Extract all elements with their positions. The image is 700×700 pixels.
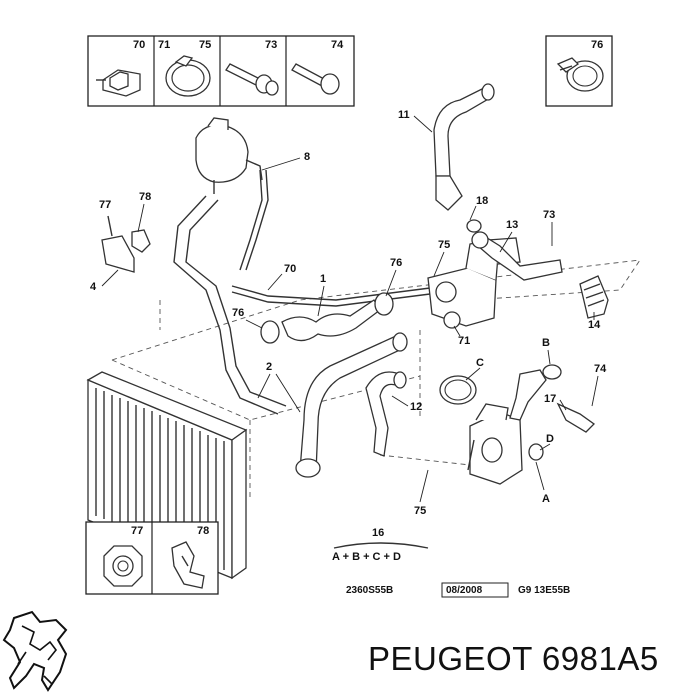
screw-icon xyxy=(291,63,340,95)
seal-ring-18 xyxy=(466,219,482,233)
callout-75-bottom: 75 xyxy=(414,505,426,517)
callout-76-left: 76 xyxy=(232,307,244,319)
callout-D: D xyxy=(546,433,554,445)
spring-clamp-icon xyxy=(556,57,604,92)
peugeot-lion-logo xyxy=(2,610,68,692)
coolant-hose-11 xyxy=(433,83,495,211)
reference-variant: G9 13E55B xyxy=(518,585,570,596)
callout-A: A xyxy=(542,493,550,505)
coolant-hose-13 xyxy=(471,231,563,281)
callout-4: 4 xyxy=(90,281,97,293)
reference-code: 2360S55B xyxy=(346,585,393,596)
box-label-74: 74 xyxy=(331,39,344,51)
callout-75-top: 75 xyxy=(438,239,450,251)
coolant-hose-1 xyxy=(260,292,394,344)
coolant-hose-14 xyxy=(579,275,609,319)
callout-78: 78 xyxy=(139,191,151,203)
retaining-clip-icon xyxy=(171,541,205,589)
flange-bolt-icon xyxy=(225,63,279,96)
reference-date: 08/2008 xyxy=(446,585,483,596)
formula-expression: A + B + C + D xyxy=(332,551,401,563)
box-label-75: 75 xyxy=(199,39,211,51)
box-label-78: 78 xyxy=(197,525,209,537)
callout-2: 2 xyxy=(266,361,272,373)
callout-73: 73 xyxy=(543,209,555,221)
parts-box-76: 76 xyxy=(545,35,613,107)
reference-line: 2360S55B 08/2008 G9 13E55B xyxy=(346,582,570,598)
callout-B: B xyxy=(542,337,550,349)
box-label-71: 71 xyxy=(158,39,170,51)
bleed-pipe-8 xyxy=(239,169,263,271)
hose-clamp-icon xyxy=(165,55,211,97)
seal-ring-B xyxy=(542,364,562,380)
formula-number: 16 xyxy=(372,527,384,539)
expansion-tank xyxy=(195,117,263,194)
clip-part-icon xyxy=(96,69,141,97)
callout-17: 17 xyxy=(544,393,556,405)
callout-70: 70 xyxy=(284,263,296,275)
box-label-70: 70 xyxy=(133,39,145,51)
tank-hose xyxy=(173,195,287,415)
coolant-hose-12 xyxy=(365,371,407,457)
callout-C: C xyxy=(476,357,484,369)
callout-76-right: 76 xyxy=(390,257,402,269)
callout-13: 13 xyxy=(506,219,518,231)
parts-box-77-78: 77 78 xyxy=(85,521,219,595)
callout-12: 12 xyxy=(410,401,422,413)
bracket-4 xyxy=(101,215,151,273)
callout-74: 74 xyxy=(594,363,607,375)
kit-formula: 16 A + B + C + D xyxy=(332,527,429,563)
part-number-caption: PEUGEOT 6981A5 xyxy=(368,640,659,677)
fitting-17 xyxy=(509,369,596,433)
box-label-73: 73 xyxy=(265,39,277,51)
box-label-77: 77 xyxy=(131,525,143,537)
callout-77: 77 xyxy=(99,199,111,211)
box-label-76: 76 xyxy=(591,39,603,51)
seal-ring-D xyxy=(528,443,544,461)
parts-strip-top-left: 70 71 75 73 74 xyxy=(87,35,355,107)
callout-1: 1 xyxy=(320,273,326,285)
callout-71: 71 xyxy=(458,335,470,347)
water-pump-housing xyxy=(467,403,523,485)
callout-14: 14 xyxy=(588,319,601,331)
callout-11: 11 xyxy=(398,109,410,121)
callout-18: 18 xyxy=(476,195,488,207)
hex-nut-icon xyxy=(103,545,143,587)
callout-8: 8 xyxy=(304,151,310,163)
coolant-hose-2 xyxy=(295,332,408,478)
